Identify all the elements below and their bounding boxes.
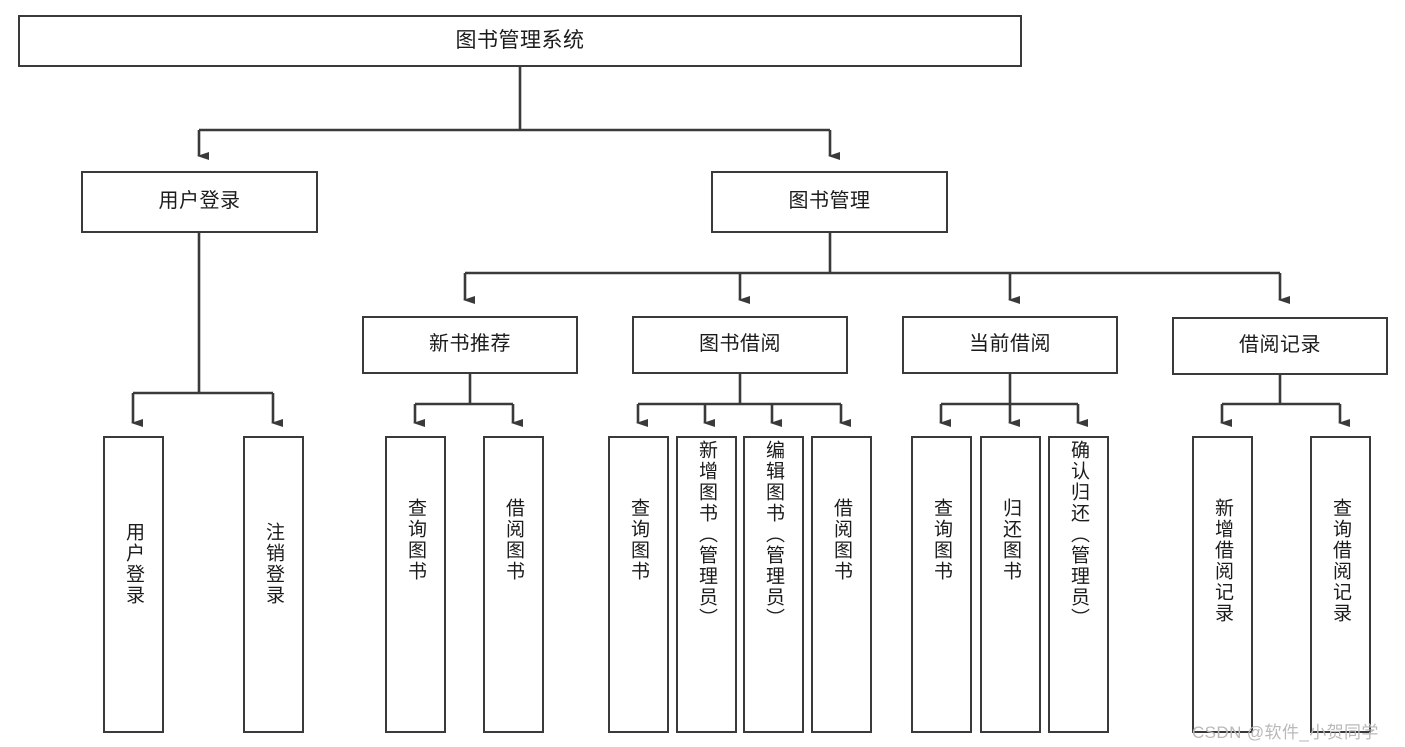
node-leaf-query-book-1-label: 查询图书 [405,498,426,582]
node-leaf-add-book[interactable]: 新增图书（管理员） [676,436,737,733]
node-leaf-user-login[interactable]: 用户登录 [103,436,164,733]
node-book-borrow[interactable]: 图书借阅 [632,316,848,374]
node-leaf-borrow-book-1-label: 借阅图书 [503,498,524,582]
node-root-label: 图书管理系统 [455,28,585,52]
node-leaf-query-book-2-label: 查询图书 [628,498,649,582]
node-leaf-query-book-2[interactable]: 查询图书 [608,436,669,733]
node-leaf-borrow-book-2[interactable]: 借阅图书 [811,436,872,733]
node-leaf-query-book-1[interactable]: 查询图书 [385,436,446,733]
node-leaf-add-record[interactable]: 新增借阅记录 [1192,436,1253,733]
node-leaf-query-record[interactable]: 查询借阅记录 [1310,436,1371,733]
node-leaf-borrow-book-1[interactable]: 借阅图书 [483,436,544,733]
node-leaf-add-record-label: 新增借阅记录 [1212,498,1233,624]
node-borrow-record[interactable]: 借阅记录 [1172,317,1388,375]
node-leaf-logout[interactable]: 注销登录 [243,436,304,733]
node-leaf-return-book-label: 归还图书 [1000,498,1021,582]
node-leaf-return-book[interactable]: 归还图书 [980,436,1041,733]
node-leaf-query-book-3[interactable]: 查询图书 [911,436,972,733]
node-leaf-edit-book[interactable]: 编辑图书（管理员） [743,436,804,733]
node-user-login-label: 用户登录 [158,190,241,213]
node-new-book-recommend-label: 新书推荐 [429,333,511,356]
node-book-management[interactable]: 图书管理 [711,171,948,233]
node-leaf-borrow-book-2-label: 借阅图书 [831,498,852,582]
node-user-login[interactable]: 用户登录 [81,171,318,233]
node-leaf-logout-label: 注销登录 [263,522,284,606]
node-leaf-confirm-return-label: 确认归还（管理员） [1068,440,1089,629]
node-leaf-user-login-label: 用户登录 [123,522,144,606]
node-leaf-query-book-3-label: 查询图书 [931,498,952,582]
node-leaf-add-book-label: 新增图书（管理员） [696,440,717,629]
node-current-borrow-label: 当前借阅 [969,333,1051,356]
node-current-borrow[interactable]: 当前借阅 [902,316,1118,374]
node-leaf-edit-book-label: 编辑图书（管理员） [763,440,784,629]
node-leaf-query-record-label: 查询借阅记录 [1330,498,1351,624]
node-borrow-record-label: 借阅记录 [1239,334,1321,357]
node-book-management-label: 图书管理 [788,190,871,213]
node-root[interactable]: 图书管理系统 [18,15,1022,67]
node-leaf-confirm-return[interactable]: 确认归还（管理员） [1048,436,1109,733]
node-new-book-recommend[interactable]: 新书推荐 [362,316,578,374]
node-book-borrow-label: 图书借阅 [699,333,781,356]
